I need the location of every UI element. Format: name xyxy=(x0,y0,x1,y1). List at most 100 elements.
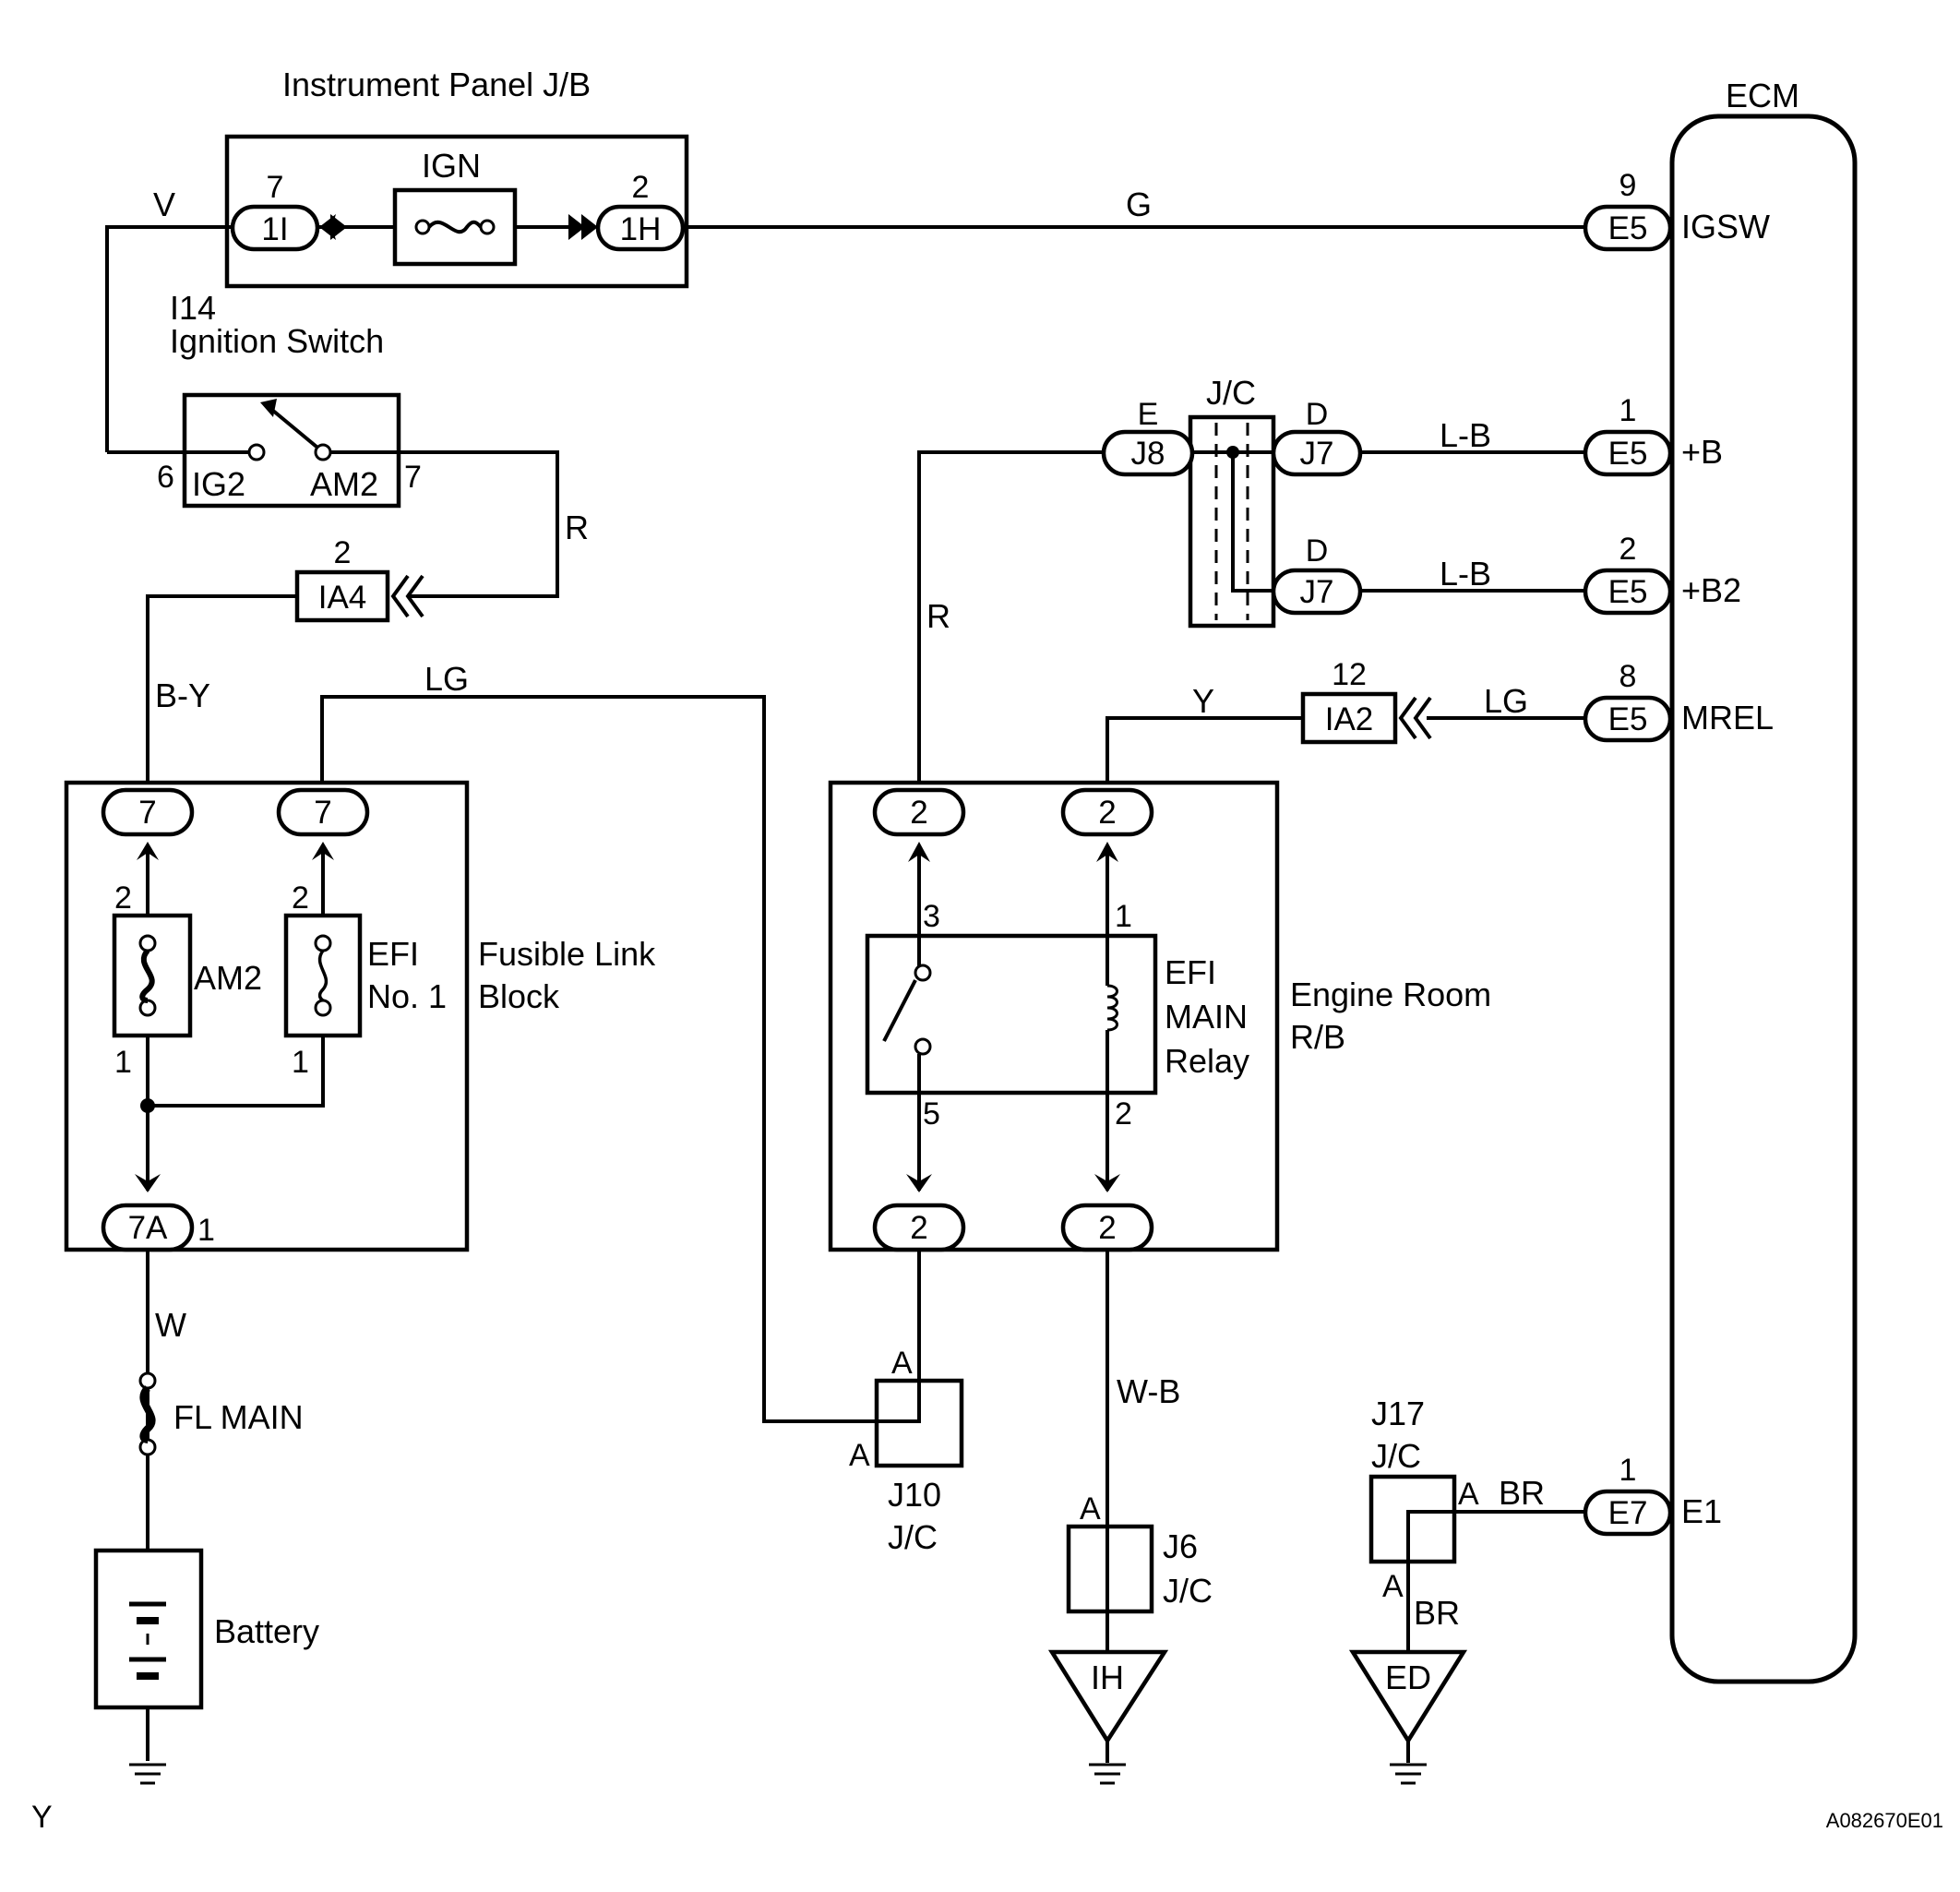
ecm-pin-b-number: 1 xyxy=(1619,393,1637,428)
ecm-signal-mrel: MREL xyxy=(1681,699,1774,736)
flb-connector-left xyxy=(101,787,195,837)
ecm-connector-e1-label: E7 xyxy=(1608,1495,1648,1531)
instrument-panel-jb: Instrument Panel J/B IGN 1I 7 1H 2 xyxy=(224,66,689,289)
connector-1i-pin: 7 xyxy=(267,170,284,205)
erb-connector-top-left-label: 2 xyxy=(910,795,927,831)
wire-g-label: G xyxy=(1126,186,1152,223)
relay-coil-icon xyxy=(1106,984,1118,1032)
connector-7a-label: 7A xyxy=(128,1210,168,1246)
connector-1i-arrow-2 xyxy=(330,214,347,240)
erb-arrow-top-left xyxy=(908,842,930,862)
ground-ih-triangle xyxy=(1047,1649,1169,1745)
connector-j7-top-label: J7 xyxy=(1300,436,1334,472)
relay-label-3: Relay xyxy=(1165,1042,1249,1080)
j17-internal xyxy=(1406,1510,1454,1562)
relay-contact-arm xyxy=(882,979,917,1042)
j6-sub: J/C xyxy=(1163,1572,1213,1610)
ecm-pin-mrel-number: 8 xyxy=(1619,659,1637,694)
connector-ia2: IA2 12 xyxy=(1300,657,1432,745)
ia2-arrow-1 xyxy=(1398,696,1417,740)
efi-fuse-terminal-bottom xyxy=(314,999,332,1017)
erb-connector-bottom-left-label: 2 xyxy=(910,1210,927,1246)
erb-arrow-top-right xyxy=(1096,842,1118,862)
wire-r-ignsw xyxy=(399,450,559,598)
wire-r1-label: R xyxy=(565,509,589,546)
ig2-label: IG2 xyxy=(192,465,245,503)
wire-lg-flb xyxy=(320,695,877,1423)
ign-fuse-box xyxy=(392,187,518,267)
ign-fuse-terminal-right xyxy=(479,219,496,235)
efi-fuse-label-2: No. 1 xyxy=(367,977,447,1015)
connector-j7-bottom-label: J7 xyxy=(1300,574,1334,610)
ign-label: IGN xyxy=(422,147,481,185)
ground-ih-icon xyxy=(1089,1763,1126,1785)
ecm-signal-igsw: IGSW xyxy=(1681,208,1770,245)
relay-label-1: EFI xyxy=(1165,953,1216,991)
j17-name: J17 xyxy=(1371,1395,1425,1432)
ecm-title: ECM xyxy=(1726,77,1799,114)
connector-1h-arrow-2 xyxy=(581,214,598,240)
footer-left-mark: Y xyxy=(31,1800,53,1835)
wire-lg2-label: LG xyxy=(1484,682,1528,720)
ia2-box xyxy=(1300,691,1398,745)
wire-br2-label: BR xyxy=(1414,1594,1460,1632)
am2-fuse-pin-bottom: 1 xyxy=(114,1045,132,1080)
connector-1h xyxy=(595,204,686,252)
flb-junction-dot xyxy=(140,1098,155,1113)
fl-main-fuse: W FL MAIN xyxy=(138,1306,304,1456)
ia2-arrow-2 xyxy=(1413,696,1432,740)
ia4-label: IA4 xyxy=(318,580,367,616)
engine-room-rb-name-1: Engine Room xyxy=(1290,976,1491,1013)
ecm-connector-b-label: E5 xyxy=(1608,436,1648,472)
relay-pin-1: 1 xyxy=(1115,899,1132,934)
erb-connector-bottom-left xyxy=(872,1203,966,1252)
wire-l-b-2-label: L-B xyxy=(1440,555,1491,593)
connector-j7-top xyxy=(1271,429,1363,477)
flb-arrow-left xyxy=(137,842,159,860)
fl-main-terminal-top xyxy=(138,1371,157,1390)
ignition-switch-code: I14 xyxy=(170,289,216,327)
wire-l-b-1-label: L-B xyxy=(1440,416,1491,454)
ecm-connector-e1 xyxy=(1583,1489,1673,1537)
j17-pin-a-bottom: A xyxy=(1382,1569,1404,1604)
connector-j7-top-pin: D xyxy=(1306,397,1329,432)
ecm-connector-mrel xyxy=(1583,695,1673,743)
connector-1h-arrow xyxy=(568,214,585,240)
jc-junction-dot xyxy=(1226,446,1239,459)
am2-fuse-terminal-top xyxy=(138,934,157,952)
battery: Battery xyxy=(93,1548,319,1710)
ecm-connector-mrel-label: E5 xyxy=(1608,701,1648,737)
erb-connector-bottom-right xyxy=(1060,1203,1154,1252)
efi-fuse-pin-top: 2 xyxy=(292,880,309,916)
flb-arrow-bottom xyxy=(135,1174,161,1192)
j6-pin-a: A xyxy=(1080,1491,1101,1527)
ia4-arrow-1 xyxy=(390,574,410,618)
wire-y-label: Y xyxy=(1192,682,1214,720)
j10-internal xyxy=(877,1381,921,1423)
ground-ed-label: ED xyxy=(1385,1658,1431,1696)
ignition-switch-blade xyxy=(266,404,318,449)
efi-fuse-terminal-top xyxy=(314,934,332,952)
ia4-pin: 2 xyxy=(334,535,352,570)
efi-fuse-label-1: EFI xyxy=(367,935,419,973)
j6-box xyxy=(1066,1524,1154,1614)
wire-br1-label: BR xyxy=(1499,1474,1545,1512)
connector-1h-label: 1H xyxy=(620,211,662,247)
erb-connector-bottom-right-label: 2 xyxy=(1098,1210,1116,1246)
fl-main-label: FL MAIN xyxy=(173,1398,304,1436)
ecm-connector-b2-label: E5 xyxy=(1608,574,1648,610)
ground-point-ih: IH xyxy=(1047,1649,1169,1785)
jb-title: Instrument Panel J/B xyxy=(282,66,591,103)
connector-j8 xyxy=(1101,429,1195,477)
ground-battery-icon xyxy=(129,1763,166,1785)
jc-internal-branch xyxy=(1231,452,1279,593)
junction-connector-j17: J17 J/C A A xyxy=(1368,1395,1479,1604)
ecm-connector-igsw-label: E5 xyxy=(1608,210,1648,246)
ecm-pin-igsw-number: 9 xyxy=(1619,168,1637,203)
relay-contact-lower xyxy=(914,1037,932,1056)
ecm-connector-b xyxy=(1583,429,1673,477)
ignition-switch-pin-7: 7 xyxy=(404,460,422,495)
efi-fuse-icon xyxy=(317,949,329,1002)
figure-code: A082670E01 xyxy=(1826,1809,1943,1832)
